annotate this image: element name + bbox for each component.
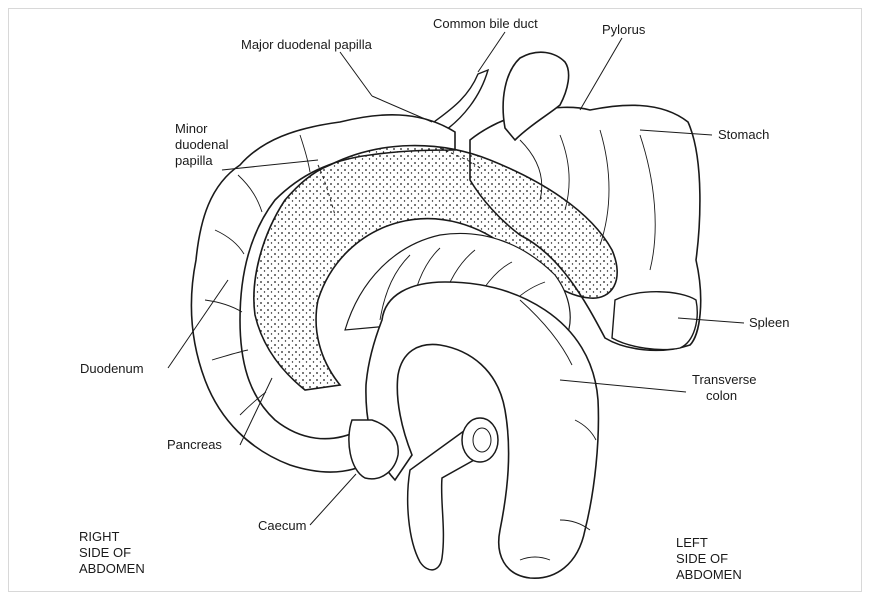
right-side-line-2: SIDE OF [79, 545, 145, 561]
right-side-line-3: ABDOMEN [79, 561, 145, 577]
spleen-shape [612, 292, 697, 350]
label-duodenum: Duodenum [80, 361, 144, 377]
label-transverse-line-1: Transverse [692, 372, 757, 388]
common-bile-duct-shape [434, 70, 488, 130]
label-minor-line-1: Minor [175, 121, 229, 137]
label-pancreas: Pancreas [167, 437, 222, 453]
label-transverse-colon: Transverse colon [692, 372, 757, 404]
label-major-duodenal-papilla: Major duodenal papilla [241, 37, 372, 53]
label-caecum: Caecum [258, 518, 306, 534]
label-stomach: Stomach [718, 127, 769, 143]
left-side-line-1: LEFT [676, 535, 742, 551]
left-side-line-3: ABDOMEN [676, 567, 742, 583]
label-minor-line-3: papilla [175, 153, 229, 169]
label-spleen: Spleen [749, 315, 789, 331]
label-pylorus: Pylorus [602, 22, 645, 38]
label-left-side-of-abdomen: LEFT SIDE OF ABDOMEN [676, 535, 742, 583]
label-minor-duodenal-papilla: Minor duodenal papilla [175, 121, 229, 169]
label-common-bile-duct: Common bile duct [433, 16, 538, 32]
ileum-lumen [473, 428, 491, 452]
label-minor-line-2: duodenal [175, 137, 229, 153]
label-transverse-line-2: colon [692, 388, 757, 404]
right-side-line-1: RIGHT [79, 529, 145, 545]
label-right-side-of-abdomen: RIGHT SIDE OF ABDOMEN [79, 529, 145, 577]
left-side-line-2: SIDE OF [676, 551, 742, 567]
